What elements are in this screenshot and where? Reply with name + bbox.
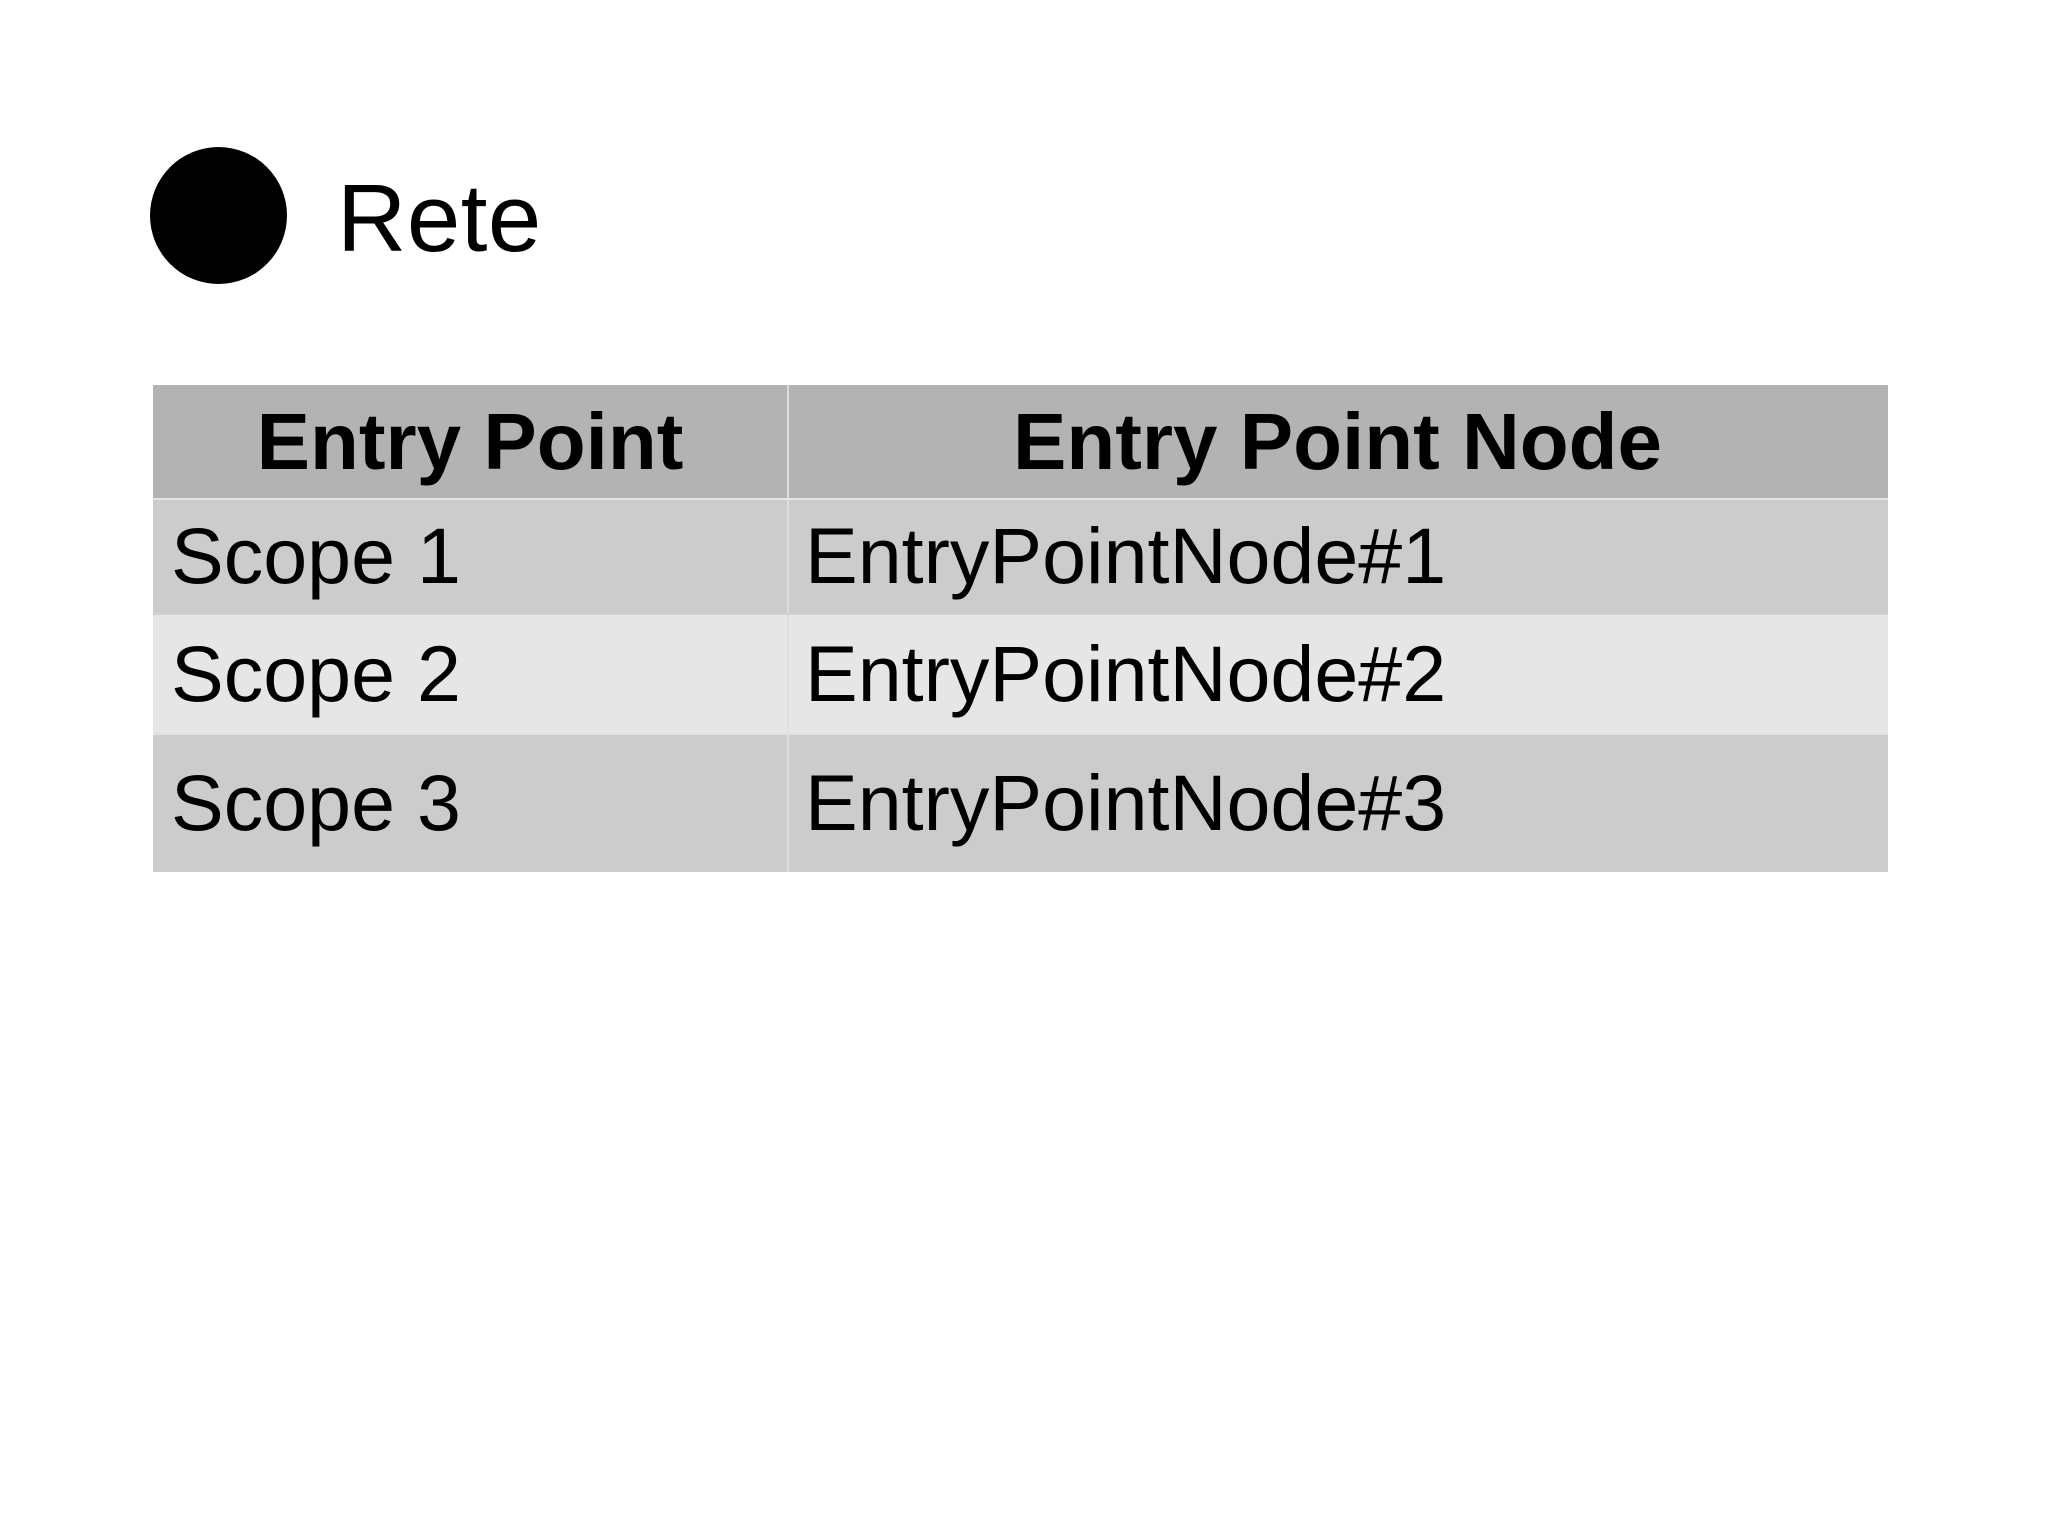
table-row: Scope 1 EntryPointNode#1: [153, 498, 1888, 613]
column-header-entry-point: Entry Point: [153, 385, 787, 498]
table-row: Scope 2 EntryPointNode#2: [153, 613, 1888, 733]
cell-entry-point: Scope 3: [153, 733, 787, 872]
column-header-entry-point-node: Entry Point Node: [787, 385, 1888, 498]
cell-entry-point-node: EntryPointNode#3: [787, 733, 1888, 872]
table-header: Entry Point Entry Point Node: [153, 385, 1888, 498]
page-title: Rete: [337, 165, 542, 272]
table-header-row: Entry Point Entry Point Node: [153, 385, 1888, 498]
cell-entry-point-node: EntryPointNode#1: [787, 498, 1888, 613]
cell-entry-point: Scope 1: [153, 498, 787, 613]
table-body: Scope 1 EntryPointNode#1 Scope 2 EntryPo…: [153, 498, 1888, 872]
filled-circle-bullet-icon: [150, 146, 287, 284]
cell-entry-point: Scope 2: [153, 613, 787, 733]
table-row: Scope 3 EntryPointNode#3: [153, 733, 1888, 872]
entry-point-table: Entry Point Entry Point Node Scope 1 Ent…: [153, 385, 1888, 872]
bullet-heading: Rete: [150, 140, 542, 290]
cell-entry-point-node: EntryPointNode#2: [787, 613, 1888, 733]
